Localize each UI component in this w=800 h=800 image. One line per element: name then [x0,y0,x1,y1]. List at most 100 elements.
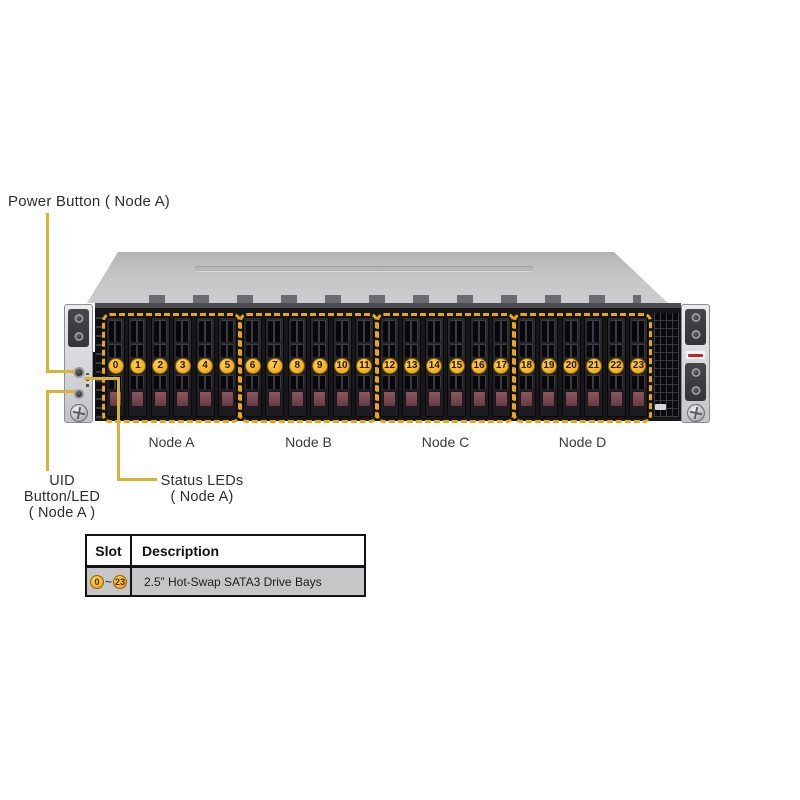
right-rack-ear [681,304,710,423]
status-leds [86,373,89,387]
right-ear-bottom-panel [685,363,706,401]
description-column-header: Description [142,542,220,559]
status-leds-callout-line1: Status LEDs [160,473,244,489]
left-ear-top-button-icon [74,314,83,323]
drive-latch [472,391,486,407]
slot-number-badge: 17 [493,357,510,374]
right-ear-button-icon-3 [691,368,700,377]
drive-latch [220,391,234,407]
drive-latch [131,391,145,407]
drive-bay-14: 14 [424,317,444,417]
drive-latch [631,391,645,407]
drive-bay-7: 7 [265,317,285,417]
slot-number-badge: 8 [289,357,306,374]
drive-bay-16: 16 [469,317,489,417]
drive-bay-23: 23 [628,317,648,417]
slot-number-badge: 16 [471,357,488,374]
drive-bay-11: 11 [354,317,374,417]
drive-bay-20: 20 [561,317,581,417]
node-label: Node D [558,434,607,450]
slot-number-badge: 21 [585,357,602,374]
drive-latch [542,391,556,407]
right-ear-button-icon-4 [691,386,700,395]
slot-end-badge: 23 [113,574,127,589]
slot-number-badge: 23 [630,357,647,374]
drive-latch [494,391,508,407]
lid-release-notches [149,295,641,303]
uid-button [73,389,84,399]
slot-range-cell: 0~23 [87,568,132,595]
drive-latch [153,391,167,407]
power-button-callout-line-horizontal [46,370,75,373]
left-ear-bottom-button-icon [74,332,83,341]
drive-latch [587,391,601,407]
drive-bay-5: 5 [217,317,237,417]
drive-bay-12: 12 [380,317,399,417]
drive-latch [198,391,212,407]
slot-number-badge: 13 [403,357,420,374]
slot-number-badge: 5 [219,357,236,374]
slot-column-header: Slot [87,536,132,565]
right-ear-top-panel [685,309,706,345]
drive-latch [609,391,623,407]
slot-number-badge: 9 [311,357,328,374]
slot-number-badge: 3 [174,357,191,374]
node-group: 18 19 20 21 22 23 [513,313,652,423]
drive-bay-10: 10 [332,317,352,417]
slot-number-badge: 7 [266,357,283,374]
drive-bay-18: 18 [517,317,536,417]
chassis-top-lid [87,252,668,303]
drive-latch [520,391,533,407]
left-ear-top-panel [68,309,89,347]
left-ear-tab [89,352,99,378]
drive-bay-22: 22 [606,317,626,417]
uid-button-callout-line-vertical [46,390,49,471]
drive-bay-13: 13 [402,317,422,417]
slot-number-badge: 10 [334,357,351,374]
drive-bay-8: 8 [287,317,307,417]
drive-latch [109,391,122,407]
slot-number-badge: 11 [356,357,373,374]
drive-latch [564,391,578,407]
drive-latch [357,391,371,407]
status-leds-callout-line-horizontal-top [84,377,120,380]
drive-latch [405,391,419,407]
vent-mesh [654,313,679,417]
slot-number-badge: 20 [563,357,580,374]
drive-latch [383,391,396,407]
slot-number-badge: 22 [608,357,625,374]
drive-bay-9: 9 [310,317,330,417]
uid-button-callout-label: UID Button/LED ( Node A ) [10,473,114,521]
drive-latch [290,391,304,407]
slot-number-badge: 18 [518,357,535,374]
drive-bay-15: 15 [447,317,467,417]
drive-latch [335,391,349,407]
right-ear-button-icon-1 [691,313,700,322]
status-leds-callout-line2: ( Node A) [170,489,234,505]
node-label: Node B [285,434,332,450]
status-leds-callout-line-vertical [117,377,120,481]
brand-logo [686,351,705,359]
power-button-callout-line-vertical [46,213,49,373]
slot-number-badge: 1 [129,357,146,374]
right-ear-button-icon-2 [691,330,700,339]
status-leds-callout-label: Status LEDs ( Node A) [152,473,252,505]
spec-table-header: Slot Description [87,536,364,568]
drive-bay-17: 17 [491,317,511,417]
slot-number-badge: 2 [152,357,169,374]
uid-button-callout-line1: UID Button/LED [23,473,101,505]
slot-range-separator: ~ [104,574,112,589]
drive-latch [246,391,259,407]
left-vent-strip [96,316,104,418]
lid-groove [195,266,533,272]
drive-bay-0: 0 [106,317,125,417]
slot-number-badge: 19 [540,357,557,374]
drive-bay-6: 6 [243,317,262,417]
